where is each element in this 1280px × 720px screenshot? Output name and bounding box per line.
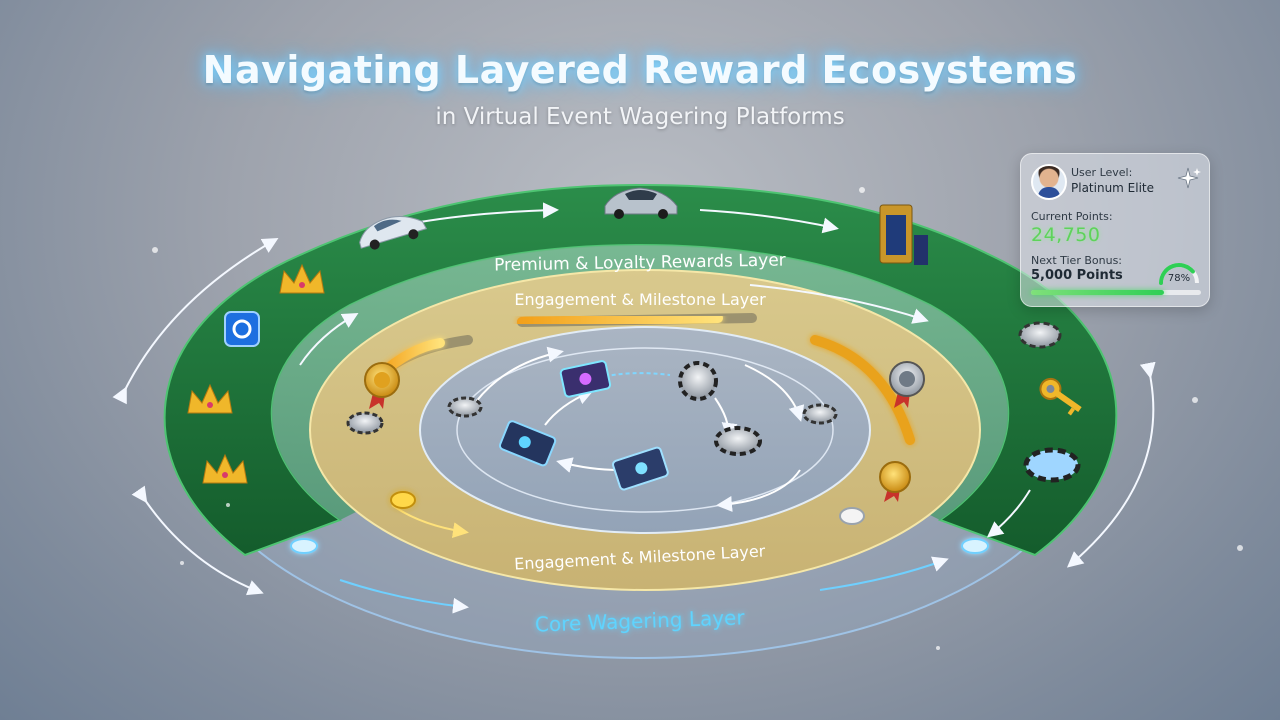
golden-key-icon: [1039, 377, 1082, 416]
crown-icon: [279, 263, 325, 294]
next-tier-value: 5,000 Points: [1031, 268, 1123, 283]
sports-car-icon: [604, 187, 678, 219]
avatar-icon: [1031, 164, 1067, 200]
crown-icon: [202, 453, 248, 484]
poker-chip-icon: [346, 321, 1081, 483]
sports-car-icon: [359, 216, 428, 250]
user-status-card: User Level: Platinum Elite Current Point…: [1020, 153, 1210, 307]
tier-progress-percent: 78%: [1168, 273, 1190, 284]
medal-icon: [364, 362, 400, 409]
sparkle-star-icon: [1177, 167, 1201, 189]
tier-progress-gauge: 78%: [1159, 263, 1199, 285]
sparkle-particles: [152, 187, 1243, 650]
page-subtitle: in Virtual Event Wagering Platforms: [435, 104, 845, 130]
medal-icon: [889, 361, 925, 408]
tier-progress-bar: [1031, 290, 1201, 295]
current-points-label: Current Points:: [1031, 210, 1113, 223]
trophy-icon: [879, 204, 928, 265]
current-points-value: 24,750: [1031, 224, 1101, 246]
engagement-layer-label-top: Engagement & Milestone Layer: [514, 290, 766, 309]
user-level-label: User Level:: [1071, 166, 1133, 179]
next-tier-label: Next Tier Bonus:: [1031, 254, 1123, 267]
medal-icon: [879, 461, 911, 502]
ticket-icon: [498, 420, 557, 467]
user-level-value: Platinum Elite: [1071, 181, 1155, 195]
gift-box-icon: [224, 311, 260, 347]
tier-progress-fill: [1031, 290, 1164, 295]
ticket-icon: [559, 360, 612, 398]
page-title: Navigating Layered Reward Ecosystems: [202, 48, 1078, 92]
core-inner-ellipse: [419, 326, 871, 534]
ticket-icon: [612, 446, 669, 491]
push-button-icon: [290, 491, 989, 554]
crown-icon: [187, 383, 233, 414]
